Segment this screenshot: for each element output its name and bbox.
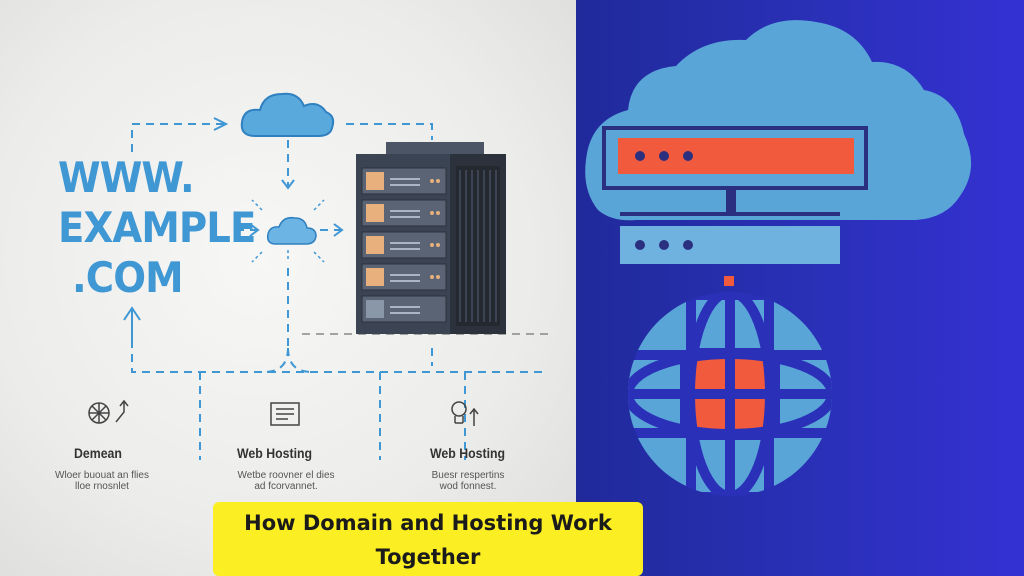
caption-banner: How Domain and Hosting Work Together (213, 502, 643, 576)
caption-line-1: How Domain and Hosting Work (244, 511, 612, 535)
arrow-head-down (281, 179, 295, 190)
top-left-connector (131, 123, 225, 152)
lightbulb-arrow-icon (451, 401, 479, 426)
caption-line-2: Together (375, 545, 481, 569)
server-bar-bottom (620, 226, 840, 264)
url-line-com: .COM (72, 253, 184, 302)
url-line-www: WWW. (58, 153, 195, 202)
server-units (361, 167, 447, 323)
bottom-bus-connector (131, 340, 545, 373)
globe-arrow-icon (88, 399, 129, 424)
top-right-connector (346, 123, 433, 140)
arrow-head-right (213, 117, 229, 131)
column-title-domain: Demean (74, 445, 122, 461)
connector-dot (724, 276, 734, 286)
center-cloud-icon (251, 199, 325, 263)
server-rack-icon (356, 142, 506, 334)
document-list-icon (270, 402, 300, 426)
top-cloud-icon (240, 92, 335, 137)
diagram-panel: WWW. EXAMPLE .COM Demean Wloer buouat an… (0, 0, 576, 576)
url-line-example: EXAMPLE (58, 203, 256, 252)
globe-icon (628, 292, 832, 496)
column-title-hosting-2: Web Hosting (430, 445, 506, 461)
cloud-server-globe-illustration (585, 20, 972, 496)
server-bar-top (618, 138, 854, 174)
column-title-hosting-1: Web Hosting (237, 445, 313, 461)
diagram-lines (88, 92, 548, 460)
cloud-icon (585, 20, 972, 221)
illustration-panel (576, 0, 1024, 576)
